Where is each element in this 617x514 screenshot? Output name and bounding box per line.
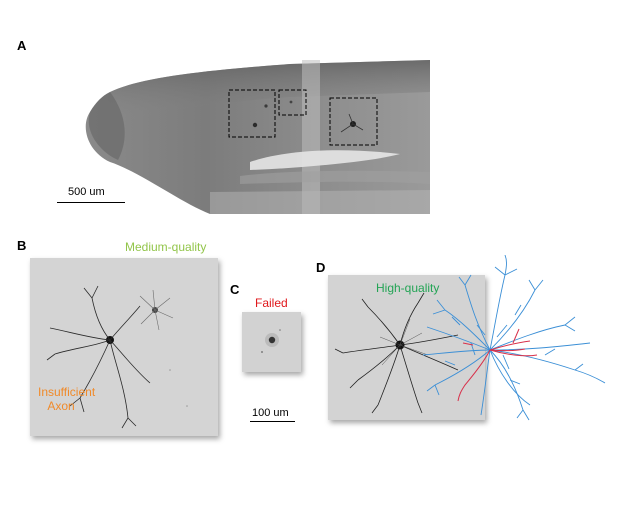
panel-label-b: B: [17, 238, 27, 253]
neuron-image-c: [242, 312, 301, 372]
neuron-image-b: [30, 258, 218, 436]
panel-label-d: D: [316, 260, 326, 275]
neuron-reconstruction-trace: [422, 255, 606, 421]
scale-label-500um: 500 um: [68, 186, 105, 198]
panel-label-a: A: [17, 38, 27, 53]
label-medium-quality: Medium-quality: [125, 240, 207, 254]
label-axon: Axon: [47, 399, 75, 413]
panel-label-c: C: [230, 282, 240, 297]
scale-bar-500um: [57, 202, 125, 203]
scale-bar-100um: [250, 421, 295, 422]
scale-label-100um: 100 um: [252, 407, 289, 419]
brain-slice-image: [85, 60, 430, 214]
label-insufficient: Insufficient: [38, 385, 96, 399]
neuron-image-d: [328, 275, 485, 420]
label-failed: Failed: [255, 296, 288, 310]
label-high-quality: High-quality: [376, 281, 440, 295]
label-insufficient-axon: Insufficient Axon: [38, 385, 96, 413]
